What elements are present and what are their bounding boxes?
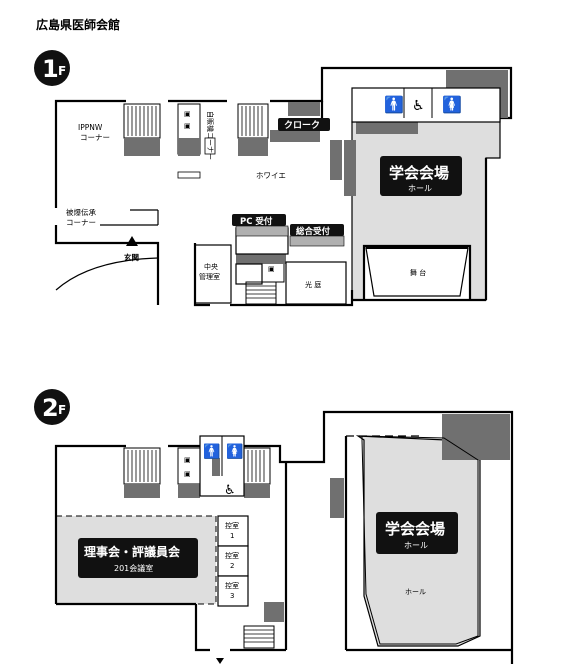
male-restroom-icon: 🚹 [203, 443, 220, 460]
svg-text:総合受付: 総合受付 [296, 226, 331, 237]
elevator-icon: ▣ [268, 265, 275, 273]
wheelchair-icon: ♿ [224, 483, 236, 498]
waiting-room-3-number: 3 [230, 592, 234, 600]
elevator-icon: ▣ [184, 470, 191, 478]
vending-corner-label: 自販機コーナー [206, 111, 215, 160]
elevator-icon: ▣ [184, 110, 191, 118]
ippnw-corner-label-2: コーナー [80, 133, 110, 142]
floor-2-badge-unit: F [58, 403, 66, 417]
svg-text:ホール: ホール [408, 184, 432, 193]
central-management-label: 中央 [204, 262, 218, 271]
cloak-label: クローク [278, 118, 330, 131]
waiting-room-1-number: 1 [230, 532, 234, 540]
svg-text:学会会場: 学会会場 [389, 164, 449, 182]
male-restroom-icon: 🚹 [384, 95, 404, 114]
elevator-icon: ▣ [184, 122, 191, 130]
waiting-room-1-label: 控室 [225, 521, 239, 530]
svg-text:理事会・評議員会: 理事会・評議員会 [84, 544, 181, 559]
floor-2-stairs [123, 447, 275, 649]
floor-2-badge: 2 F [34, 389, 70, 425]
waiting-room-3-label: 控室 [225, 581, 239, 590]
waiting-room-2-label: 控室 [225, 551, 239, 560]
foyer-label: ホワイエ [256, 171, 286, 180]
floor-1-restrooms: 🚹 ♿ 🚺 [351, 87, 501, 123]
floor-2-hall-label: 学会会場 ホール [376, 512, 458, 554]
floor-1-badge: 1 F [34, 50, 70, 86]
floor-2-waiting-rooms [217, 515, 249, 607]
wheelchair-icon: ♿ [412, 98, 425, 114]
general-reception-label: 総合受付 [290, 224, 344, 237]
svg-text:PC 受付: PC 受付 [240, 216, 273, 227]
central-management-label-2: 管理室 [199, 272, 220, 281]
waiting-room-2-number: 2 [230, 562, 234, 570]
building-title: 広島県医師会館 [36, 17, 120, 32]
entrance-arrow-icon [126, 236, 138, 246]
floor-2-walls [54, 410, 514, 664]
floor-2-badge-number: 2 [42, 394, 59, 422]
hibaku-corner-label-2: コーナー [66, 218, 96, 227]
floor-2: 2 F [34, 389, 514, 664]
floor-1-stairs [123, 103, 277, 305]
floor-1-badge-unit: F [58, 64, 66, 78]
floor-2-dark-blocks [330, 414, 510, 518]
boardroom-label: 理事会・評議員会 201会議室 [78, 538, 198, 578]
svg-text:クローク: クローク [284, 120, 320, 131]
floor-2-elevators: ▣ ▣ [177, 447, 284, 622]
stage-label: 舞 台 [410, 268, 426, 277]
floor-1-hall-label: 学会会場 ホール [380, 156, 462, 196]
floor-1: 1 F [34, 50, 513, 307]
floor-1-partitions [100, 209, 347, 305]
female-restroom-icon: 🚺 [226, 443, 243, 460]
entrance-label: 玄関 [124, 252, 139, 262]
floor-1-stage [365, 247, 469, 297]
lightwell-label: 光 庭 [305, 280, 321, 289]
pc-reception-label: PC 受付 [232, 214, 286, 227]
floor-2-restrooms: 🚹 🚺 ♿ [199, 435, 245, 498]
female-restroom-icon: 🚺 [442, 95, 462, 114]
floor-1-walls [54, 66, 513, 307]
hall-label: ホール [405, 588, 426, 596]
svg-text:201会議室: 201会議室 [114, 563, 153, 573]
down-arrow-icon [216, 658, 224, 664]
ippnw-corner-label: IPPNW [78, 123, 103, 132]
svg-text:ホール: ホール [404, 541, 428, 550]
hibaku-corner-label: 被爆伝承 [66, 207, 96, 217]
elevator-icon: ▣ [184, 456, 191, 464]
floor-1-badge-number: 1 [42, 55, 59, 83]
svg-text:学会会場: 学会会場 [385, 520, 445, 538]
